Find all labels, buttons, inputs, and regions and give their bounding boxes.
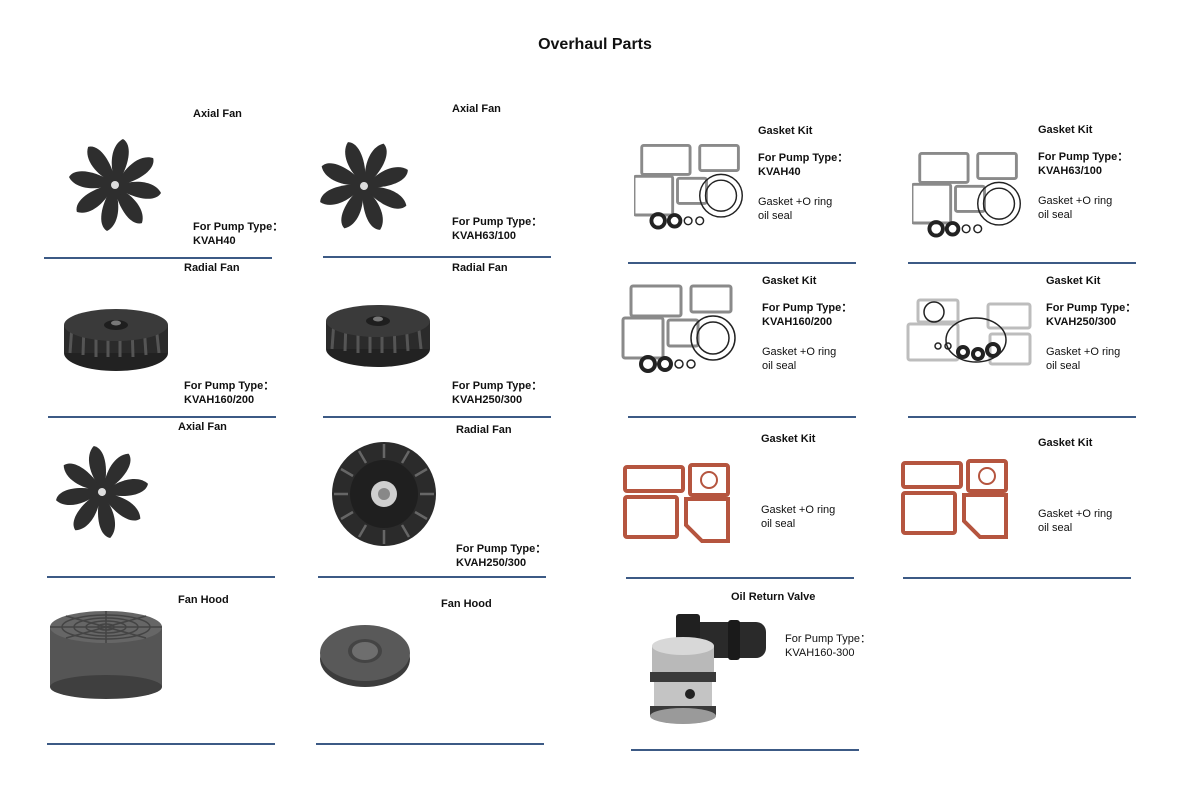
pump-type-value: KVAH63/100 bbox=[452, 230, 516, 242]
gasket-kit-image bbox=[900, 298, 1036, 370]
item-name: Axial Fan bbox=[178, 421, 227, 433]
section-divider bbox=[903, 577, 1131, 579]
pump-type-label: For Pump Type： bbox=[762, 302, 853, 314]
fan-hood-image bbox=[318, 618, 412, 688]
pump-type-value: KVAH160/200 bbox=[762, 316, 833, 328]
fan-hood-image bbox=[48, 605, 164, 705]
radial-fan-image bbox=[322, 290, 434, 380]
oil-return-valve-image bbox=[642, 608, 770, 734]
gasket-kit-image bbox=[618, 282, 748, 374]
gasket-kit-image bbox=[912, 148, 1028, 240]
item-name: Gasket Kit bbox=[762, 275, 817, 287]
section-divider bbox=[318, 576, 546, 578]
section-divider bbox=[323, 256, 551, 258]
item-description: Gasket +O ring oil seal bbox=[1038, 195, 1113, 221]
item-name: Gasket Kit bbox=[1038, 124, 1093, 136]
axial-fan-image bbox=[63, 135, 167, 235]
section-divider bbox=[48, 416, 276, 418]
pump-type-value: KVAH160-300 bbox=[785, 647, 855, 659]
item-name: Gasket Kit bbox=[758, 125, 813, 137]
pump-type-value: KVAH40 bbox=[758, 166, 801, 178]
section-divider bbox=[47, 576, 275, 578]
item-description: Gasket +O ring oil seal bbox=[761, 504, 836, 530]
pump-type-value: KVAH160/200 bbox=[184, 394, 255, 406]
pump-type-value: KVAH63/100 bbox=[1038, 165, 1102, 177]
item-name: Fan Hood bbox=[441, 598, 492, 610]
pump-type-label: For Pump Type： bbox=[452, 380, 543, 392]
radial-fan-image bbox=[328, 438, 440, 550]
gasket-kit-image bbox=[620, 460, 736, 548]
gasket-kit-image bbox=[898, 456, 1014, 544]
pump-type-value: KVAH250/300 bbox=[1046, 316, 1117, 328]
item-name: Axial Fan bbox=[452, 103, 501, 115]
pump-type-label: For Pump Type： bbox=[193, 221, 284, 233]
pump-type-value: KVAH250/300 bbox=[452, 394, 523, 406]
radial-fan-image bbox=[60, 300, 172, 380]
item-name: Fan Hood bbox=[178, 594, 229, 606]
section-divider bbox=[44, 257, 272, 259]
item-description: Gasket +O ring oil seal bbox=[762, 346, 837, 372]
pump-type-label: For Pump Type： bbox=[452, 216, 543, 228]
section-divider bbox=[316, 743, 544, 745]
item-name: Radial Fan bbox=[184, 262, 240, 274]
section-divider bbox=[908, 416, 1136, 418]
section-divider bbox=[908, 262, 1136, 264]
item-description: Gasket +O ring oil seal bbox=[758, 196, 833, 222]
pump-type-value: KVAH250/300 bbox=[456, 557, 527, 569]
axial-fan-image bbox=[50, 442, 154, 542]
item-name: Oil Return Valve bbox=[731, 591, 816, 603]
pump-type-value: KVAH40 bbox=[193, 235, 236, 247]
section-divider bbox=[628, 416, 856, 418]
section-divider bbox=[47, 743, 275, 745]
gasket-kit-image bbox=[634, 140, 750, 232]
section-divider bbox=[323, 416, 551, 418]
pump-type-label: For Pump Type： bbox=[1046, 302, 1137, 314]
item-name: Axial Fan bbox=[193, 108, 242, 120]
item-name: Gasket Kit bbox=[1046, 275, 1101, 287]
item-name: Radial Fan bbox=[456, 424, 512, 436]
page-title: Overhaul Parts bbox=[538, 36, 652, 53]
item-name: Gasket Kit bbox=[761, 433, 816, 445]
pump-type-label: For Pump Type： bbox=[456, 543, 547, 555]
pump-type-label: For Pump Type： bbox=[184, 380, 275, 392]
item-description: Gasket +O ring oil seal bbox=[1038, 508, 1113, 534]
item-name: Gasket Kit bbox=[1038, 437, 1093, 449]
item-description: Gasket +O ring oil seal bbox=[1046, 346, 1121, 372]
item-name: Radial Fan bbox=[452, 262, 508, 274]
pump-type-label: For Pump Type： bbox=[758, 152, 849, 164]
section-divider bbox=[631, 749, 859, 751]
section-divider bbox=[626, 577, 854, 579]
section-divider bbox=[628, 262, 856, 264]
axial-fan-image bbox=[312, 136, 416, 236]
pump-type-label: For Pump Type： bbox=[1038, 151, 1129, 163]
pump-type-label: For Pump Type： bbox=[785, 633, 871, 645]
